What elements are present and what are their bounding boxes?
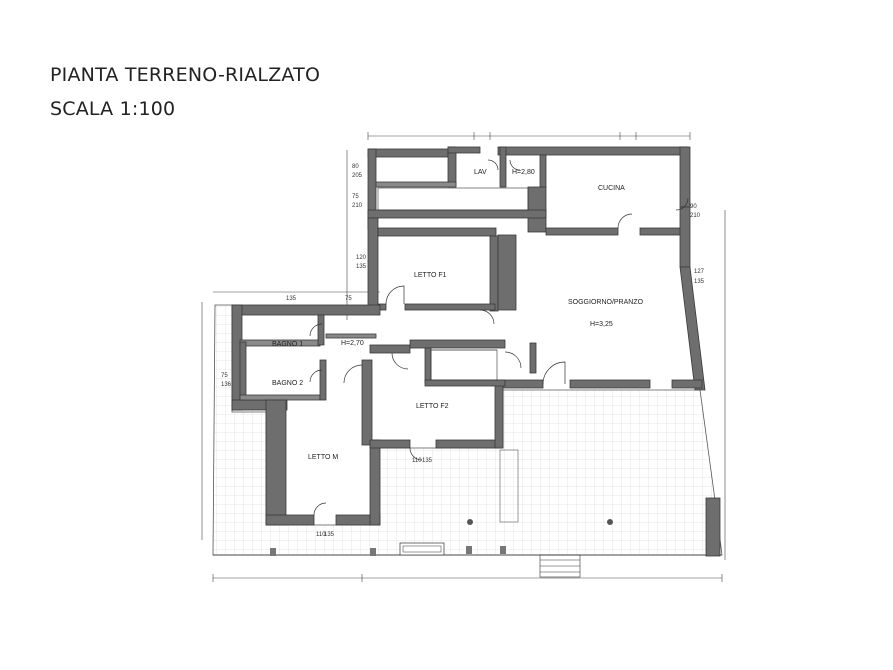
svg-text:135: 135 <box>422 458 433 464</box>
svg-text:136: 136 <box>221 382 232 388</box>
svg-text:210: 210 <box>352 203 363 209</box>
dimension-lines <box>201 132 726 582</box>
label-cucina: CUCINA <box>598 185 625 192</box>
svg-text:75: 75 <box>221 373 228 379</box>
stairs-middle <box>430 349 498 381</box>
svg-text:120: 120 <box>356 255 367 261</box>
dimension-numbers: 80 205 75 210 120 135 90 210 127 135 75 … <box>221 164 705 538</box>
label-letto-m: LETTO M <box>308 454 338 461</box>
plan-scale: SCALA 1:100 <box>50 98 176 120</box>
svg-text:90: 90 <box>690 204 697 210</box>
svg-text:75: 75 <box>345 296 352 302</box>
walls <box>231 146 721 557</box>
svg-text:135: 135 <box>356 264 367 270</box>
svg-text:127: 127 <box>694 269 705 275</box>
terrace-details <box>270 449 613 556</box>
svg-text:135: 135 <box>324 532 335 538</box>
svg-text:205: 205 <box>352 173 363 179</box>
doors <box>309 159 689 516</box>
label-bagno1: BAGNO 1 <box>272 341 303 348</box>
svg-text:110: 110 <box>412 458 422 464</box>
svg-text:135: 135 <box>694 279 705 285</box>
label-h-soggiorno: H=3,25 <box>590 321 613 328</box>
label-h-top: H=2,80 <box>512 169 535 176</box>
label-bagno2: BAGNO 2 <box>272 380 303 387</box>
label-h-bagni: H=2,70 <box>341 340 364 347</box>
stairs-top <box>377 187 529 211</box>
svg-text:75: 75 <box>352 194 359 200</box>
svg-text:210: 210 <box>690 213 701 219</box>
svg-text:110: 110 <box>316 532 326 538</box>
label-letto-f1: LETTO F1 <box>414 272 447 279</box>
room-labels: LAV H=2,80 CUCINA LETTO F1 SOGGIORNO/PRA… <box>272 169 644 461</box>
label-letto-f2: LETTO F2 <box>416 403 449 410</box>
svg-text:135: 135 <box>286 296 297 302</box>
plan-title: PIANTA TERRENO-RIALZATO <box>50 64 321 86</box>
stairs-exterior <box>539 554 581 578</box>
svg-text:80: 80 <box>352 164 359 170</box>
label-lav: LAV <box>474 169 487 176</box>
label-soggiorno: SOGGIORNO/PRANZO <box>568 299 644 306</box>
